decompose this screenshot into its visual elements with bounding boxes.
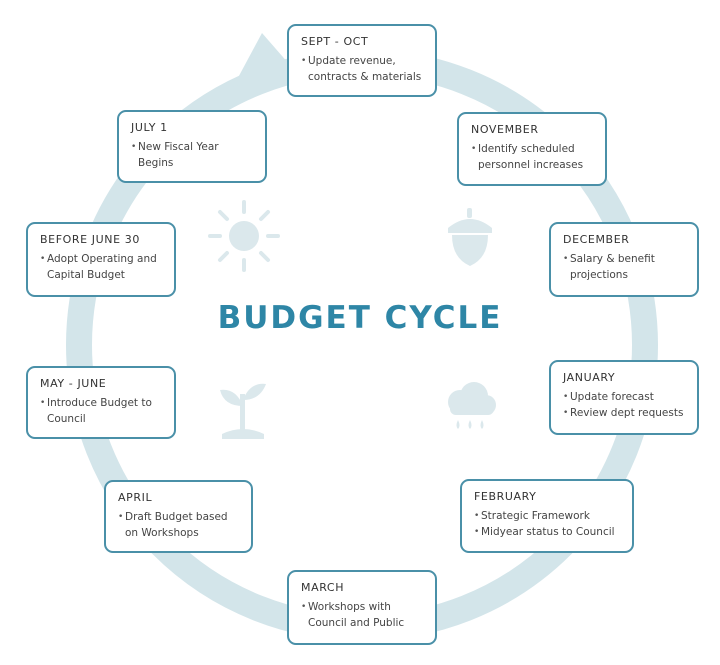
stage-box-november: NOVEMBER Identify scheduled personnel inc… — [457, 112, 607, 186]
stage-heading: JANUARY — [563, 371, 616, 384]
stage-item-list: Adopt Operating and Capital Budget — [40, 251, 164, 283]
stage-box-march: MARCH Workshops with Council and Public — [287, 570, 437, 645]
stage-heading: BEFORE JUNE 30 — [40, 233, 140, 246]
stage-heading: DECEMBER — [563, 233, 630, 246]
stage-box-january: JANUARY Update forecastReview dept reques… — [549, 360, 699, 435]
cycle-arrowhead — [233, 33, 296, 87]
stage-item: New Fiscal Year Begins — [131, 139, 255, 171]
stage-item: Update forecast — [563, 389, 687, 405]
stage-box-before-june-30: BEFORE JUNE 30 Adopt Operating and Capita… — [26, 222, 176, 297]
stage-item-list: Salary & benefit projections — [563, 251, 687, 283]
stage-item-list: Update forecastReview dept requests — [563, 389, 687, 421]
stage-box-february: FEBRUARY Strategic FrameworkMidyear statu… — [460, 479, 634, 553]
stage-item-list: Strategic FrameworkMidyear status to Cou… — [474, 508, 622, 540]
stage-heading: JULY 1 — [131, 121, 168, 134]
diagram-title: BUDGET CYCLE — [217, 300, 503, 336]
rain-cloud-icon — [448, 382, 496, 429]
stage-item: Introduce Budget to Council — [40, 395, 164, 427]
stage-item: Workshops with Council and Public — [301, 599, 425, 631]
stage-heading: NOVEMBER — [471, 123, 539, 136]
stage-item: Adopt Operating and Capital Budget — [40, 251, 164, 283]
sprout-icon — [220, 383, 266, 439]
stage-item: Draft Budget based on Workshops — [118, 509, 241, 541]
stage-item-list: Draft Budget based on Workshops — [118, 509, 241, 541]
stage-heading: APRIL — [118, 491, 153, 504]
stage-heading: SEPT - OCT — [301, 35, 369, 48]
stage-item-list: Introduce Budget to Council — [40, 395, 164, 427]
stage-item-list: Update revenue, contracts & materials — [301, 53, 425, 85]
stage-heading: MAY - JUNE — [40, 377, 107, 390]
stage-item-list: Identify scheduled personnel increases — [471, 141, 595, 173]
stage-item-list: Workshops with Council and Public — [301, 599, 425, 631]
stage-item: Midyear status to Council — [474, 524, 622, 540]
sun-icon — [208, 200, 280, 272]
stage-heading: FEBRUARY — [474, 490, 537, 503]
stage-box-december: DECEMBER Salary & benefit projections — [549, 222, 699, 297]
stage-heading: MARCH — [301, 581, 345, 594]
stage-item: Salary & benefit projections — [563, 251, 687, 283]
stage-item: Review dept requests — [563, 405, 687, 421]
stage-item: Identify scheduled personnel increases — [471, 141, 595, 173]
stage-box-july-1: JULY 1 New Fiscal Year Begins — [117, 110, 267, 183]
stage-item: Update revenue, contracts & materials — [301, 53, 425, 85]
stage-box-sept-oct: SEPT - OCT Update revenue, contracts & ma… — [287, 24, 437, 97]
stage-item: Strategic Framework — [474, 508, 622, 524]
stage-item-list: New Fiscal Year Begins — [131, 139, 255, 171]
acorn-icon — [448, 208, 492, 266]
stage-box-april: APRIL Draft Budget based on Workshops — [104, 480, 253, 553]
stage-box-may-june: MAY - JUNE Introduce Budget to Council — [26, 366, 176, 439]
